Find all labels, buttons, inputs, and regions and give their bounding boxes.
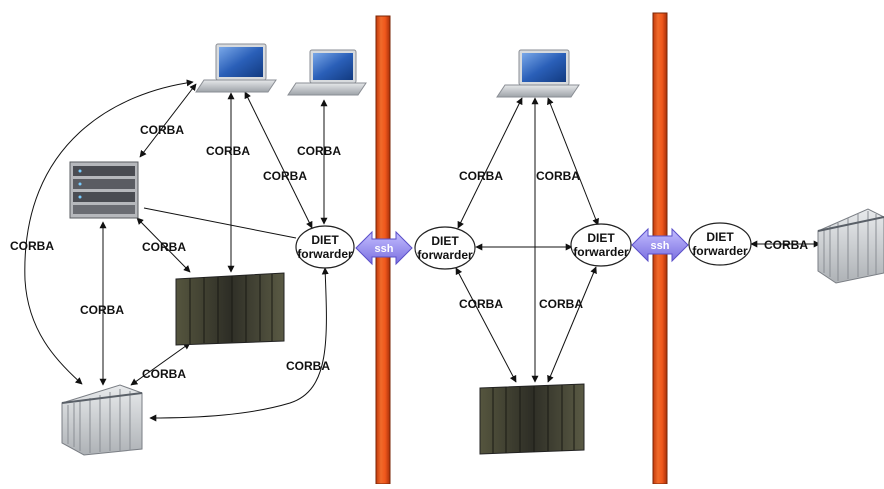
corba-label: CORBA (286, 359, 330, 373)
edge-forwarder3-supercomputer2 (547, 266, 597, 383)
edge-laptop1-forwarder1 (244, 91, 313, 229)
corba-label: CORBA (297, 144, 341, 158)
forwarder-line1: DIET (311, 233, 339, 247)
ssh-tunnel-right: ssh (631, 227, 689, 263)
edge-laptop1-server (139, 83, 197, 158)
edge-server-forwarder1 (143, 207, 297, 239)
cluster-icon (817, 208, 884, 284)
corba-label: CORBA (10, 239, 54, 253)
corba-label: CORBA (263, 169, 307, 183)
corba-label: CORBA (539, 297, 583, 311)
forwarder-line1: DIET (706, 230, 734, 244)
corba-label: CORBA (140, 123, 184, 137)
forwarder-line2: forwarder (297, 247, 353, 261)
cluster-icon (61, 384, 143, 456)
ssh-label-right: ssh (651, 240, 670, 252)
forwarder-line2: forwarder (692, 244, 748, 258)
corba-label: CORBA (536, 169, 580, 183)
laptop-icon (195, 43, 277, 93)
forwarder-line1: DIET (587, 231, 615, 245)
edge-laptop3-forwarder2 (457, 97, 523, 229)
corba-label: CORBA (206, 144, 250, 158)
forwarder-line2: forwarder (573, 245, 629, 259)
diet-forwarder-node-3: DIET forwarder (570, 223, 632, 267)
corba-labels: CORBA CORBA CORBA CORBA CORBA CORBA CORB… (10, 123, 808, 381)
supercomputer-icon (175, 272, 285, 346)
supercomputer-icon (479, 383, 585, 455)
forwarder-line2: forwarder (417, 248, 473, 262)
edge-laptop1-cluster-curve (24, 79, 194, 385)
ssh-tunnel-left: ssh (355, 230, 413, 266)
diet-forwarder-node-4: DIET forwarder (688, 222, 752, 266)
edge-forwarder1-cluster-curve (149, 267, 329, 422)
laptop-icon (287, 49, 367, 96)
server-rack-icon (69, 161, 139, 219)
corba-label: CORBA (764, 238, 808, 252)
corba-label: CORBA (80, 303, 124, 317)
ssh-label-left: ssh (375, 243, 394, 255)
edge-forwarder2-supercomputer2 (455, 267, 517, 383)
forwarder-line1: DIET (431, 234, 459, 248)
edge-laptop3-forwarder3 (547, 97, 599, 226)
corba-label: CORBA (142, 240, 186, 254)
corba-label: CORBA (142, 367, 186, 381)
diet-forwarder-node-2: DIET forwarder (414, 226, 476, 270)
diet-forwarder-node-1: DIET forwarder (295, 225, 355, 269)
laptop-icon (496, 49, 580, 98)
corba-label: CORBA (459, 169, 503, 183)
connection-lines (24, 79, 821, 422)
corba-label: CORBA (459, 297, 503, 311)
